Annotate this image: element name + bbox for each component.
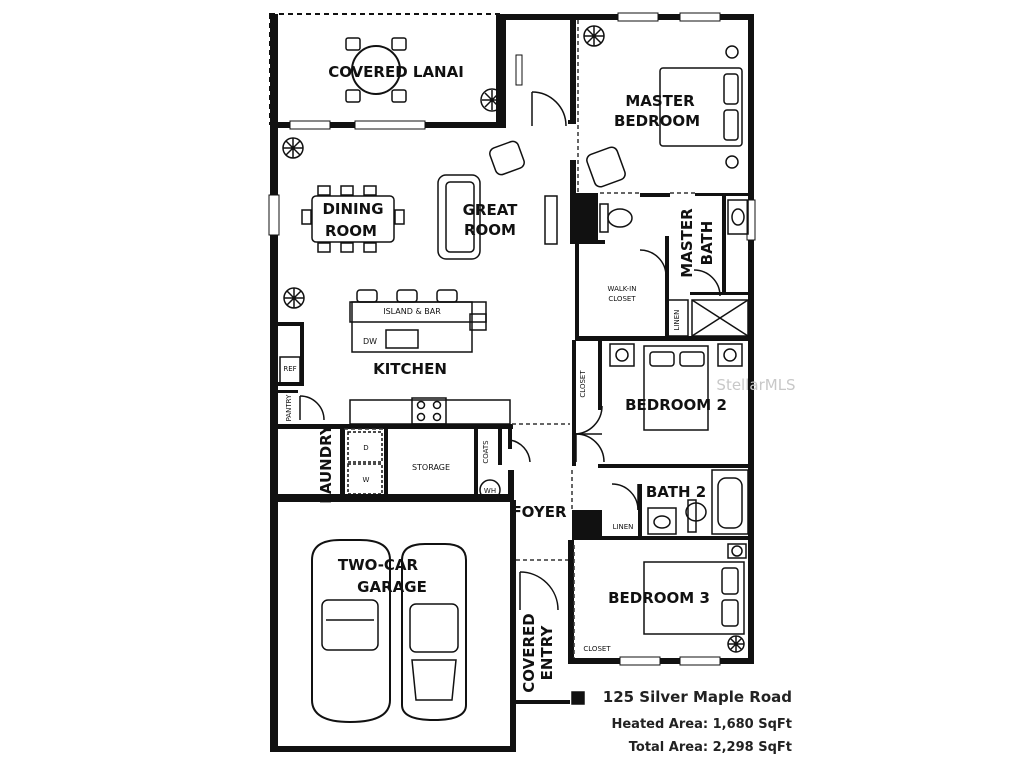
- label-dining: DINING: [322, 200, 383, 218]
- label-ref: REF: [283, 365, 296, 373]
- label-covered-entry: COVERED: [520, 613, 538, 692]
- watermark: StellarMLS: [716, 376, 795, 394]
- car-icon: [311, 539, 391, 724]
- label-washer: W: [363, 476, 370, 484]
- label-storage: STORAGE: [412, 463, 450, 472]
- label-great-2: ROOM: [464, 221, 516, 239]
- structural-blocks: [576, 196, 602, 536]
- doors: [299, 91, 721, 611]
- label-island-bar: ISLAND & BAR: [383, 307, 441, 316]
- label-dryer: D: [363, 444, 368, 452]
- label-master-bath-2: BATH: [698, 221, 716, 266]
- label-closet-b3: CLOSET: [583, 645, 611, 653]
- shower-icon: [691, 299, 749, 337]
- windows: [268, 12, 756, 666]
- label-linen-hall: LINEN: [613, 523, 634, 531]
- label-great: GREAT: [463, 201, 519, 219]
- label-linen-master: LINEN: [673, 310, 681, 331]
- label-walk-in: WALK-IN: [608, 285, 637, 293]
- address-text: 125 Silver Maple Road: [602, 688, 792, 706]
- label-wh: WH: [484, 487, 496, 495]
- label-garage-2: GARAGE: [357, 578, 427, 596]
- bed-icon: [643, 543, 747, 635]
- label-laundry: LAUNDRY: [317, 423, 335, 504]
- sink-icon: [727, 199, 749, 235]
- armchair-icon: [489, 140, 525, 176]
- sofa-icon: [437, 174, 481, 260]
- label-bedroom-3: BEDROOM 3: [608, 589, 710, 607]
- label-master-bedroom: MASTER: [625, 92, 695, 110]
- label-coats: COATS: [482, 440, 490, 464]
- label-master-bath: MASTER: [678, 208, 696, 278]
- label-master-bedroom-2: BEDROOM: [614, 112, 700, 130]
- plant-icon: [282, 25, 745, 653]
- heated-area-text: Heated Area: 1,680 SqFt: [611, 717, 792, 732]
- label-walk-in-2: CLOSET: [608, 295, 636, 303]
- bed-icon: [659, 45, 743, 169]
- plant-icon: [480, 88, 504, 112]
- toilet-icon: [599, 203, 633, 233]
- label-dw: DW: [363, 337, 377, 346]
- lanai-area: [269, 13, 504, 125]
- stove-icon: [411, 397, 447, 425]
- label-closet-b2: CLOSET: [579, 370, 587, 398]
- label-bedroom-2: BEDROOM 2: [625, 396, 727, 414]
- label-bath-2: BATH 2: [646, 483, 706, 501]
- bed-icon: [609, 343, 743, 431]
- dashed-openings: [344, 20, 695, 658]
- label-garage: TWO-CAR: [338, 556, 419, 574]
- furniture: [279, 45, 749, 724]
- dining-table-icon: [345, 37, 407, 103]
- dining-table-icon: [301, 185, 405, 253]
- label-pantry: PANTRY: [285, 394, 293, 421]
- label-covered-entry-2: ENTRY: [538, 625, 556, 681]
- total-area-text: Total Area: 2,298 SqFt: [628, 740, 792, 755]
- label-dining-2: ROOM: [325, 222, 377, 240]
- label-kitchen: KITCHEN: [373, 360, 447, 378]
- label-foyer: FOYER: [511, 503, 567, 521]
- room-labels: COVERED LANAI MASTER BEDROOM DINING ROOM…: [283, 63, 727, 693]
- car-icon: [401, 543, 467, 722]
- label-covered-lanai: COVERED LANAI: [328, 63, 464, 81]
- bathtub-icon: [711, 469, 749, 535]
